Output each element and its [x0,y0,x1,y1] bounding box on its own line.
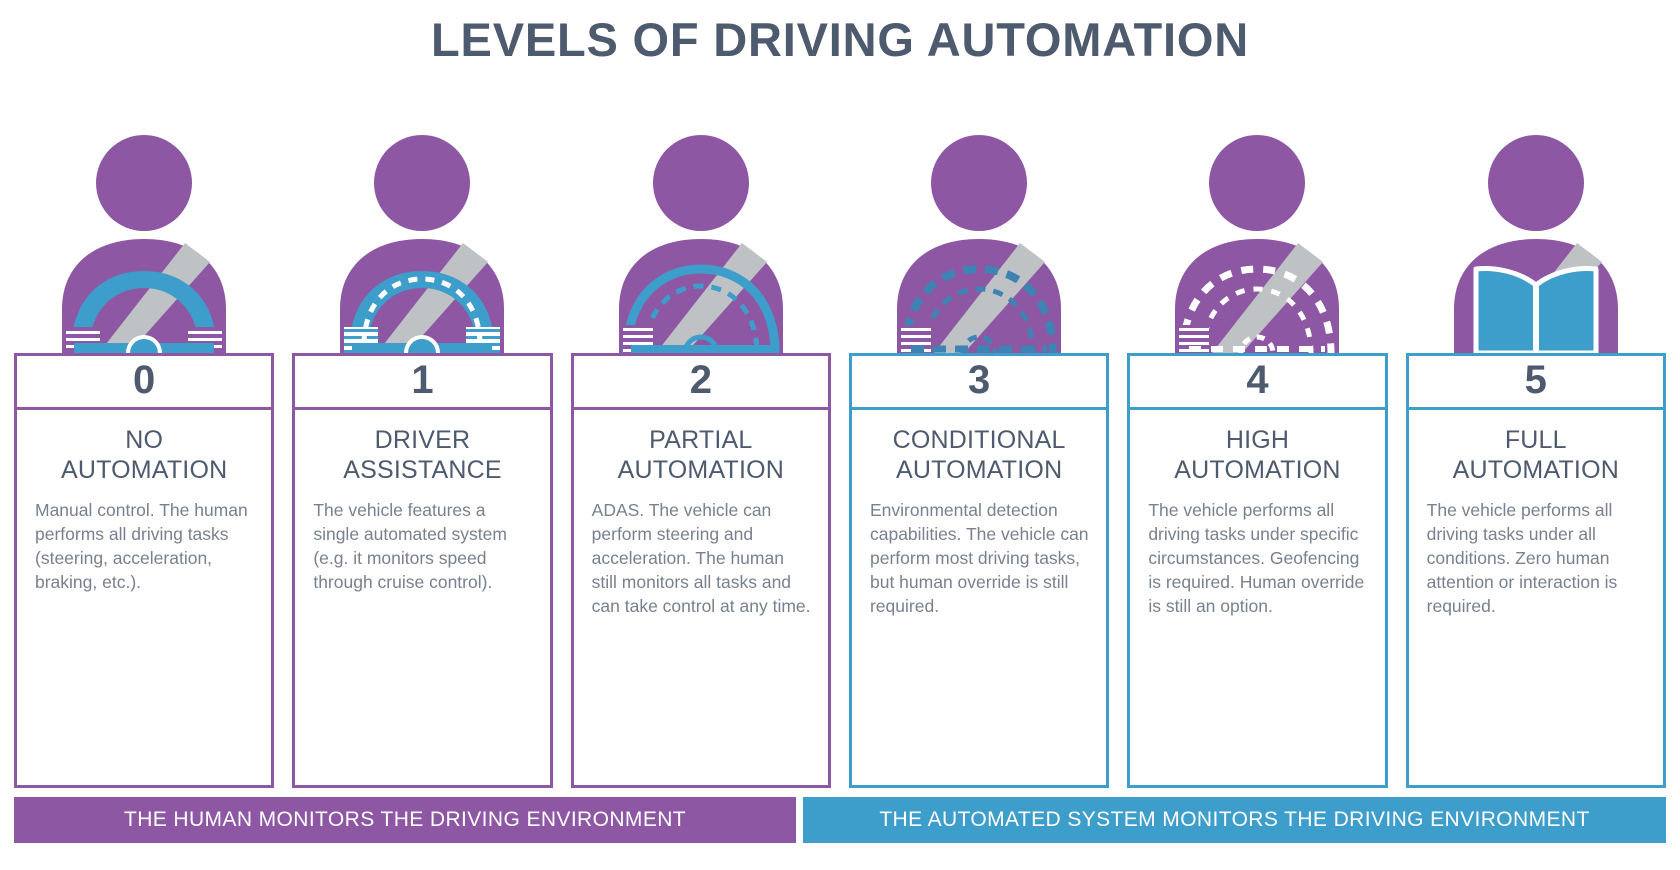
driver-outline-wheel-icon [897,135,1062,353]
level-body-0: NO AUTOMATION Manual control. The human … [17,410,271,785]
level-card-1[interactable]: 1 DRIVER ASSISTANCE The vehicle features… [292,353,553,788]
level-body-4: HIGH AUTOMATION The vehicle performs all… [1130,410,1384,785]
level-number-1: 1 [295,356,550,410]
level-column-1[interactable]: 1 DRIVER ASSISTANCE The vehicle features… [292,128,553,788]
page-title-text: LEVELS OF DRIVING AUTOMATION [431,13,1249,66]
level-4-figure [1127,128,1387,353]
level-card-4[interactable]: 4 HIGH AUTOMATION The vehicle performs a… [1127,353,1388,788]
banner-human-monitors: THE HUMAN MONITORS THE DRIVING ENVIRONME… [14,797,796,843]
level-card-0[interactable]: 0 NO AUTOMATION Manual control. The huma… [14,353,275,788]
level-name-2: PARTIAL AUTOMATION [617,426,784,484]
level-name-0: NO AUTOMATION [60,426,228,484]
driver-hands-dashed-wheel-icon [340,135,505,353]
level-3-figure [849,128,1109,353]
level-number-5: 5 [1408,356,1663,410]
level-description-5: The vehicle performs all driving tasks u… [1426,500,1618,616]
level-description-2: ADAS. The vehicle can perform steering a… [591,500,811,616]
level-body-5: FULL AUTOMATION The vehicle performs all… [1409,410,1663,785]
passenger-reading-book-icon [1453,135,1618,353]
level-description-4: The vehicle performs all driving tasks u… [1148,500,1365,616]
level-description-1: The vehicle features a single automated … [313,500,507,592]
level-card-5[interactable]: 5 FULL AUTOMATION The vehicle performs a… [1405,353,1666,788]
level-column-5[interactable]: 5 FULL AUTOMATION The vehicle performs a… [1405,128,1666,788]
level-description-0: Manual control. The human performs all d… [35,500,248,592]
level-name-4: HIGH AUTOMATION [1174,426,1341,484]
level-column-2[interactable]: 2 PARTIAL AUTOMATION ADAS. The vehicle c… [570,128,831,788]
level-number-0: 0 [17,356,272,410]
driver-faded-wheel-icon [1175,135,1340,353]
page-title: LEVELS OF DRIVING AUTOMATION [0,14,1680,66]
level-card-2[interactable]: 2 PARTIAL AUTOMATION ADAS. The vehicle c… [570,353,831,788]
level-column-4[interactable]: 4 HIGH AUTOMATION The vehicle performs a… [1127,128,1388,788]
level-5-figure [1406,128,1666,353]
level-column-3[interactable]: 3 CONDITIONAL AUTOMATION Environmental d… [848,128,1110,788]
level-1-figure [292,128,552,353]
level-body-3: CONDITIONAL AUTOMATION Environmental det… [852,410,1106,785]
level-body-2: PARTIAL AUTOMATION ADAS. The vehicle can… [574,410,828,785]
level-0-figure [14,128,274,353]
level-number-3: 3 [851,356,1107,410]
level-description-3: Environmental detection capabilities. Th… [869,500,1089,616]
banner-system-monitors: THE AUTOMATED SYSTEM MONITORS THE DRIVIN… [803,797,1666,843]
level-name-1: DRIVER ASSISTANCE [343,426,502,484]
level-2-figure [571,128,831,353]
driver-hands-on-wheel-icon [62,135,227,353]
level-body-1: DRIVER ASSISTANCE The vehicle features a… [295,410,549,785]
level-number-4: 4 [1130,356,1385,410]
monitoring-banners: THE HUMAN MONITORS THE DRIVING ENVIRONME… [14,797,1666,843]
level-number-2: 2 [573,356,828,410]
level-card-3[interactable]: 3 CONDITIONAL AUTOMATION Environmental d… [848,353,1110,788]
level-name-5: FULL AUTOMATION [1452,426,1619,484]
level-name-3: CONDITIONAL AUTOMATION [892,426,1066,484]
levels-row: 0 NO AUTOMATION Manual control. The huma… [14,128,1666,788]
level-column-0[interactable]: 0 NO AUTOMATION Manual control. The huma… [14,128,275,788]
driver-one-hand-wheel-icon [618,135,783,353]
